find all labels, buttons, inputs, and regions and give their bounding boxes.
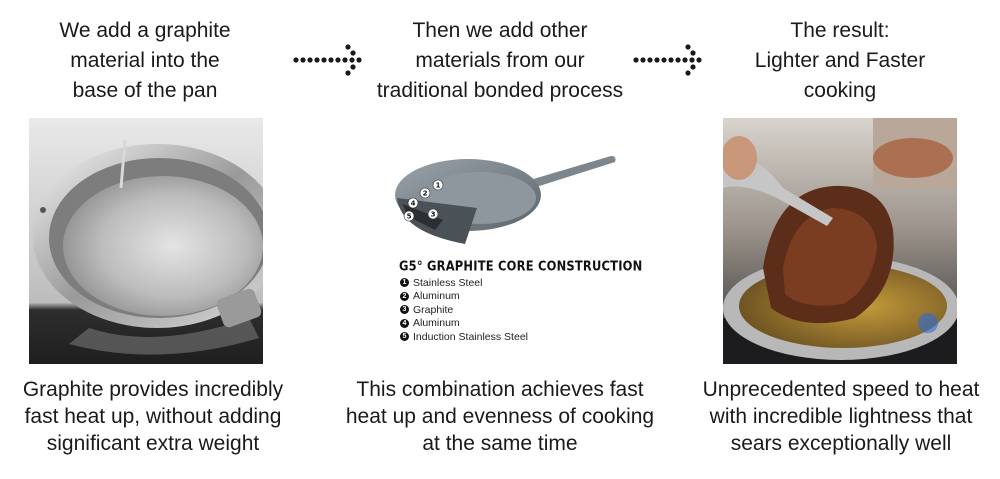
layer-item: 2 Aluminum [400,290,528,304]
layer-label: Induction Stainless Steel [413,330,528,343]
step-2-heading: Then we add other materials from our tra… [376,19,624,102]
graphite-pan-photo [29,118,263,364]
svg-text:2: 2 [423,190,428,198]
construction-title: G5° GRAPHITE CORE CONSTRUCTION [399,258,643,275]
dotted-arrow-icon [292,44,366,76]
svg-text:3: 3 [431,211,436,219]
layer-label: Aluminum [413,290,460,303]
layer-item: 5 Induction Stainless Steel [400,330,528,344]
searing-steak-photo [723,118,957,364]
layer-label: Graphite [413,303,454,316]
layer-number: 3 [400,305,409,315]
step-1-caption: Graphite provides incredibly fast heat u… [22,378,284,455]
layer-item: 1 Stainless Steel [400,276,528,290]
step-3-caption: Unprecedented speed to heat with incredi… [702,378,980,455]
svg-text:4: 4 [411,200,416,208]
layer-number: 2 [400,291,409,301]
svg-text:5: 5 [407,213,412,221]
layer-number: 1 [400,278,409,288]
step-1-heading: We add a graphite material into the base… [59,19,231,102]
svg-text:1: 1 [436,182,441,190]
layer-number: 5 [400,332,409,342]
step-3-heading: The result: Lighter and Faster cooking [754,19,926,102]
layer-item: 3 Graphite [400,303,528,317]
layer-label: Aluminum [413,317,460,330]
layer-item: 4 Aluminum [400,317,528,331]
layer-number: 4 [400,318,409,328]
step-2-caption: This combination achieves fast heat up a… [345,378,655,455]
layer-label: Stainless Steel [413,276,483,289]
dotted-arrow-icon [632,44,706,76]
